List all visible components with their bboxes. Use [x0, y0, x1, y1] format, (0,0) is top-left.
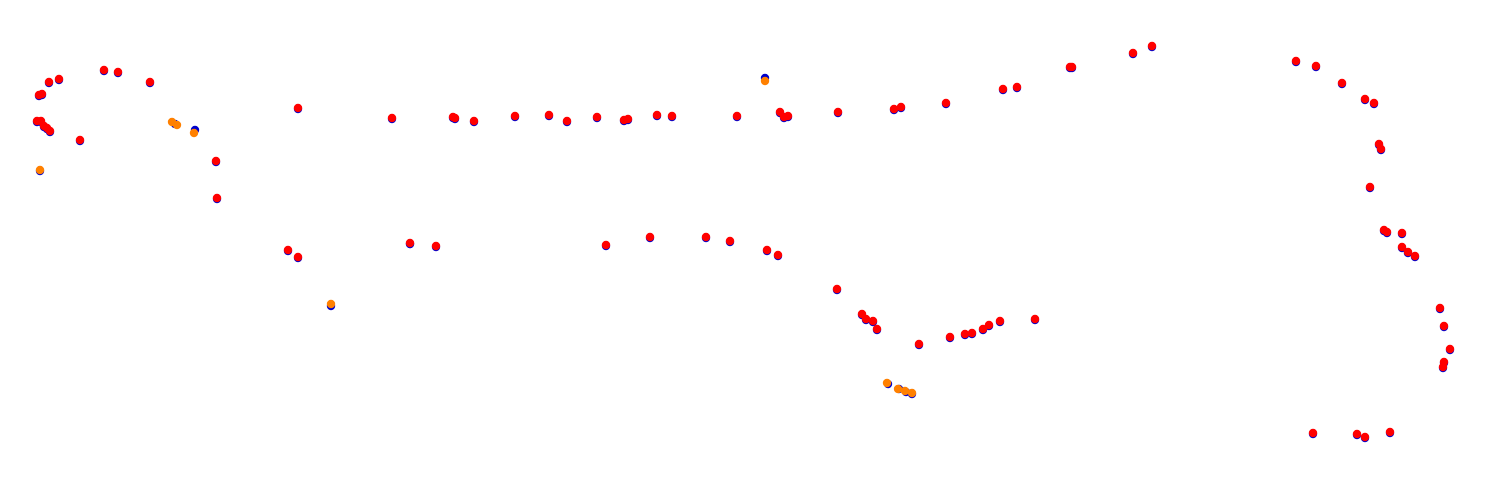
- scatter-point: [145, 77, 155, 87]
- scatter-point: [1385, 427, 1395, 437]
- scatter-point: [1012, 82, 1022, 92]
- scatter-point: [984, 320, 994, 330]
- scatter-point: [37, 89, 47, 99]
- scatter-point: [601, 240, 611, 250]
- scatter-point: [725, 236, 735, 246]
- scatter-point: [872, 324, 882, 334]
- scatter-point: [99, 65, 109, 75]
- scatter-point: [701, 232, 711, 242]
- scatter-point: [623, 114, 633, 124]
- scatter-point: [1291, 56, 1301, 66]
- scatter-point: [760, 76, 770, 86]
- scatter-point: [189, 128, 199, 138]
- scatter-point: [1337, 78, 1347, 88]
- scatter-point: [1311, 61, 1321, 71]
- scatter-point: [1030, 314, 1040, 324]
- scatter-point: [896, 102, 906, 112]
- scatter-point: [1397, 242, 1407, 252]
- scatter-point: [431, 241, 441, 251]
- scatter-point: [893, 384, 903, 394]
- scatter-point: [75, 135, 85, 145]
- scatter-point: [783, 111, 793, 121]
- scatter-point: [945, 332, 955, 342]
- scatter-point: [978, 324, 988, 334]
- series-1: [35, 76, 917, 398]
- scatter-point: [1445, 344, 1455, 354]
- scatter-point: [212, 193, 222, 203]
- scatter-point: [882, 378, 892, 388]
- scatter-point: [387, 113, 397, 123]
- scatter-point: [326, 299, 336, 309]
- scatter-point: [1360, 432, 1370, 442]
- scatter-point: [998, 84, 1008, 94]
- scatter-point: [172, 120, 182, 130]
- scatter-point: [833, 107, 843, 117]
- scatter-point: [54, 74, 64, 84]
- scatter-point: [113, 67, 123, 77]
- scatter-point: [773, 250, 783, 260]
- scatter-point: [1369, 98, 1379, 108]
- series-layer: [32, 41, 1455, 443]
- scatter-point: [914, 339, 924, 349]
- scatter-point: [941, 98, 951, 108]
- scatter-point: [762, 245, 772, 255]
- scatter-point: [283, 245, 293, 255]
- scatter-point: [832, 284, 842, 294]
- scatter-point: [1435, 303, 1445, 313]
- scatter-point: [211, 156, 221, 166]
- scatter-point: [907, 388, 917, 398]
- scatter-point: [1128, 48, 1138, 58]
- scatter-point: [1308, 428, 1318, 438]
- scatter-point: [562, 116, 572, 126]
- scatter-point: [652, 110, 662, 120]
- scatter-point: [405, 238, 415, 248]
- scatter-point: [1438, 362, 1448, 372]
- scatter-point: [857, 309, 867, 319]
- scatter-point: [900, 386, 910, 396]
- scatter-point: [868, 316, 878, 326]
- scatter-point: [1439, 321, 1449, 331]
- scatter-point: [293, 103, 303, 113]
- scatter-point: [1397, 228, 1407, 238]
- scatter-point: [889, 104, 899, 114]
- scatter-point: [645, 232, 655, 242]
- scatter-point: [544, 110, 554, 120]
- scatter-point: [995, 316, 1005, 326]
- scatter-point: [1067, 62, 1077, 72]
- scatter-point: [1376, 144, 1386, 154]
- scatter-point: [510, 111, 520, 121]
- scatter-point: [44, 77, 54, 87]
- scatter-point: [1147, 41, 1157, 51]
- scatter-point: [592, 112, 602, 122]
- scatter-point: [967, 328, 977, 338]
- scatter-point: [293, 252, 303, 262]
- series-0: [32, 42, 1455, 443]
- scatter-point: [1382, 227, 1392, 237]
- scatter-point: [1365, 182, 1375, 192]
- series-2: [32, 41, 1455, 442]
- scatter-point: [35, 165, 45, 175]
- scatter-point: [45, 126, 55, 136]
- scatter-point: [960, 329, 970, 339]
- scatter-point: [450, 113, 460, 123]
- scatter-point: [1352, 429, 1362, 439]
- scatter-point: [1410, 251, 1420, 261]
- scatter-point: [732, 111, 742, 121]
- scatter-point: [667, 111, 677, 121]
- scatter-point: [1360, 94, 1370, 104]
- scatter-point: [1403, 247, 1413, 257]
- scatter-point: [469, 116, 479, 126]
